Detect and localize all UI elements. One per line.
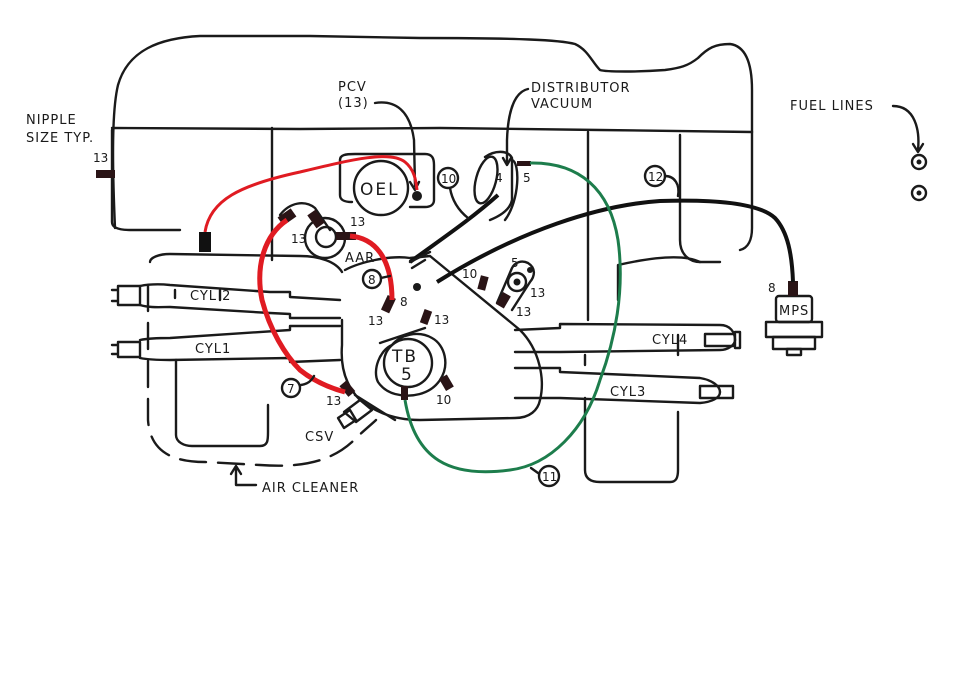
tb-nipple-right bbox=[439, 374, 454, 392]
cyl2-label: CYL 2 bbox=[190, 289, 231, 304]
pcv-label-line1: PCV bbox=[338, 80, 367, 95]
mps-size: 8 bbox=[768, 281, 776, 295]
plenum-port-10 bbox=[408, 250, 432, 270]
aar-nipple-right bbox=[336, 232, 356, 240]
pcv-callout: PCV (13) bbox=[338, 80, 421, 192]
mps-label: MPS bbox=[779, 304, 809, 319]
plenum-size-5: 5 bbox=[511, 256, 519, 270]
aar-size-right: 13 bbox=[350, 215, 365, 229]
aar-nipple-mid bbox=[307, 209, 325, 229]
hose-green-dist bbox=[403, 161, 622, 474]
callout-11-text: 11 bbox=[542, 470, 557, 484]
pcv-nipple bbox=[412, 191, 422, 201]
distributor-nipple-label: 4 bbox=[495, 171, 503, 185]
nipple-size-line2: SIZE TYP. bbox=[26, 131, 94, 146]
nipple-size-legend: NIPPLE SIZE TYP. 13 bbox=[26, 113, 115, 178]
runner-cyl3: CYL3 bbox=[513, 366, 735, 405]
callout-10-text: 10 bbox=[441, 172, 456, 186]
callout-7-text: 7 bbox=[287, 382, 295, 396]
engine-lower-right bbox=[583, 396, 680, 484]
hose-black-10 bbox=[408, 193, 500, 264]
distributor-vacuum-unit: DISTRIBUTOR VACUUM 4 5 bbox=[473, 81, 631, 222]
fuel-lines: FUEL LINES bbox=[790, 99, 928, 202]
callout-hose-12: 12 bbox=[643, 164, 680, 198]
csv-size: 13 bbox=[326, 394, 341, 408]
callout-hose-11: 11 bbox=[529, 464, 561, 488]
callout-hose-7: 7 bbox=[280, 374, 316, 399]
runner-cyl4: CYL4 bbox=[513, 322, 742, 354]
nipple-size-example: 13 bbox=[93, 151, 108, 165]
distributor-label-line1: DISTRIBUTOR bbox=[531, 81, 631, 96]
engine-outline bbox=[110, 34, 754, 322]
oel-oil-filler: OEL bbox=[338, 152, 436, 217]
hose-red-aar-8 bbox=[349, 233, 395, 301]
aar-label: AAR bbox=[345, 251, 375, 266]
tb-size-right: 10 bbox=[436, 393, 451, 407]
runner-cyl2: CYL 2 bbox=[110, 283, 342, 320]
air-cleaner-callout: AIR CLEANER bbox=[229, 464, 359, 496]
aar-size-left: 13 bbox=[291, 232, 306, 246]
intake-plenum bbox=[340, 254, 543, 422]
plenum-size-8: 8 bbox=[400, 295, 408, 309]
tb-label-line2: 5 bbox=[401, 365, 414, 385]
nipple-example-icon bbox=[96, 170, 115, 178]
hose-red-pcv bbox=[203, 155, 419, 233]
csv-label: CSV bbox=[305, 430, 334, 445]
plenum-size-left: 13 bbox=[368, 314, 383, 328]
runner-cyl1: CYL1 bbox=[110, 324, 342, 364]
plenum-nipples: 13 8 13 10 5 13 13 bbox=[368, 256, 545, 328]
pcv-port-nipple bbox=[199, 232, 211, 252]
plenum-size-13b: 13 bbox=[516, 305, 531, 319]
nipple-size-line1: NIPPLE bbox=[26, 113, 77, 128]
air-cleaner-outline bbox=[146, 252, 378, 467]
distributor-label-line2: VACUUM bbox=[531, 97, 593, 112]
hose-red-aar-7 bbox=[257, 217, 346, 395]
callout-hose-10: 10 bbox=[436, 166, 470, 220]
tb-nipple-bottom bbox=[401, 386, 408, 400]
mps-sensor: 8 MPS bbox=[764, 281, 824, 357]
mps-nipple bbox=[788, 281, 798, 296]
cyl3-label: CYL3 bbox=[610, 385, 646, 400]
plenum-size-center: 13 bbox=[434, 313, 449, 327]
air-cleaner-label: AIR CLEANER bbox=[262, 481, 359, 496]
distributor-nipple-size: 5 bbox=[523, 171, 531, 185]
callout-12-text: 12 bbox=[648, 170, 663, 184]
hose-black-12 bbox=[435, 198, 795, 284]
cyl1-label: CYL1 bbox=[195, 342, 231, 357]
distributor-nipple bbox=[517, 161, 531, 166]
csv-valve: 13 CSV bbox=[305, 380, 374, 445]
runner-ticks bbox=[583, 333, 680, 367]
throttle-body: TB 5 10 bbox=[374, 332, 454, 407]
cyl4-label: CYL4 bbox=[652, 333, 688, 348]
tb-label-line1: TB bbox=[391, 347, 418, 367]
plenum-size-10: 10 bbox=[462, 267, 477, 281]
plenum-size-13a: 13 bbox=[530, 286, 545, 300]
callout-hose-8: 8 bbox=[361, 268, 392, 290]
callout-8-text: 8 bbox=[368, 273, 376, 287]
fuel-lines-label: FUEL LINES bbox=[790, 99, 874, 114]
oel-label: OEL bbox=[360, 180, 400, 200]
pcv-label-line2: (13) bbox=[338, 96, 369, 111]
